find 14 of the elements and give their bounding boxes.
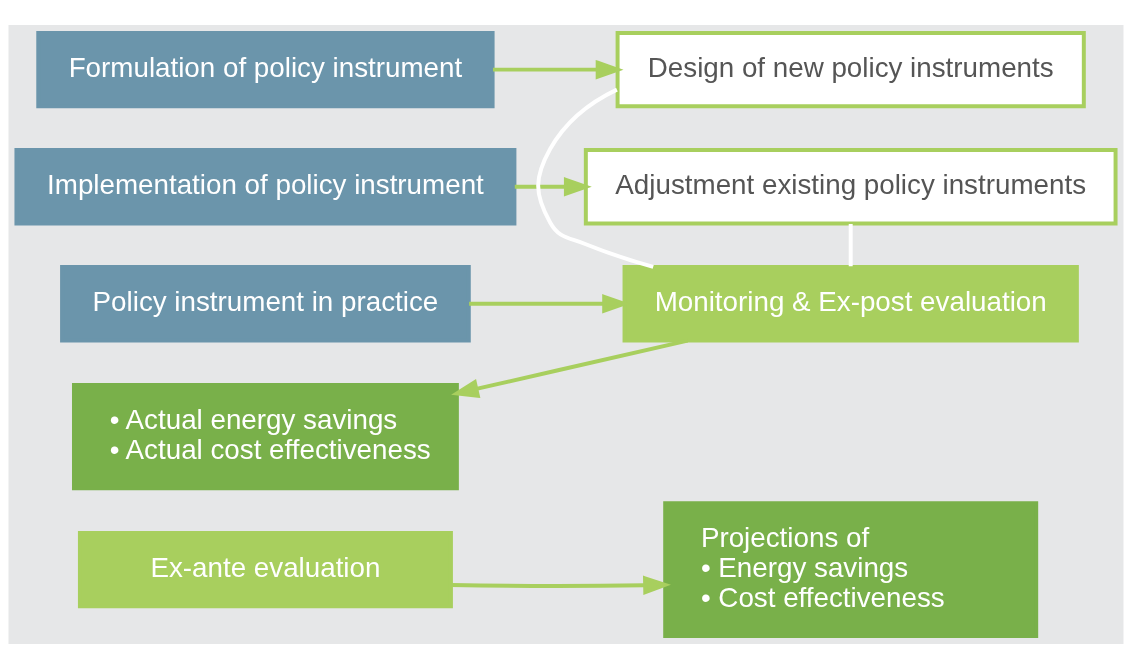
node-box: Projections of • Energy savings • Cost effectiveness <box>663 500 1039 638</box>
arrow <box>514 176 592 196</box>
arrow <box>493 59 624 79</box>
node-box: Design of new policy instruments <box>615 30 1086 108</box>
node-box: Monitoring & Ex-post evaluation <box>622 264 1079 342</box>
node-box: Formulation of policy instrument <box>36 30 495 108</box>
node-box: Adjustment existing policy instruments <box>583 147 1118 225</box>
node-box: • Actual energy savings • Actual cost effectiveness <box>72 382 459 490</box>
connector <box>536 87 654 269</box>
node-box: Implementation of policy instrument <box>14 147 517 225</box>
node-box: Ex-ante evaluation <box>77 530 453 608</box>
arrow <box>451 575 671 595</box>
connector <box>848 223 853 266</box>
node-box: Policy instrument in practice <box>60 264 471 342</box>
